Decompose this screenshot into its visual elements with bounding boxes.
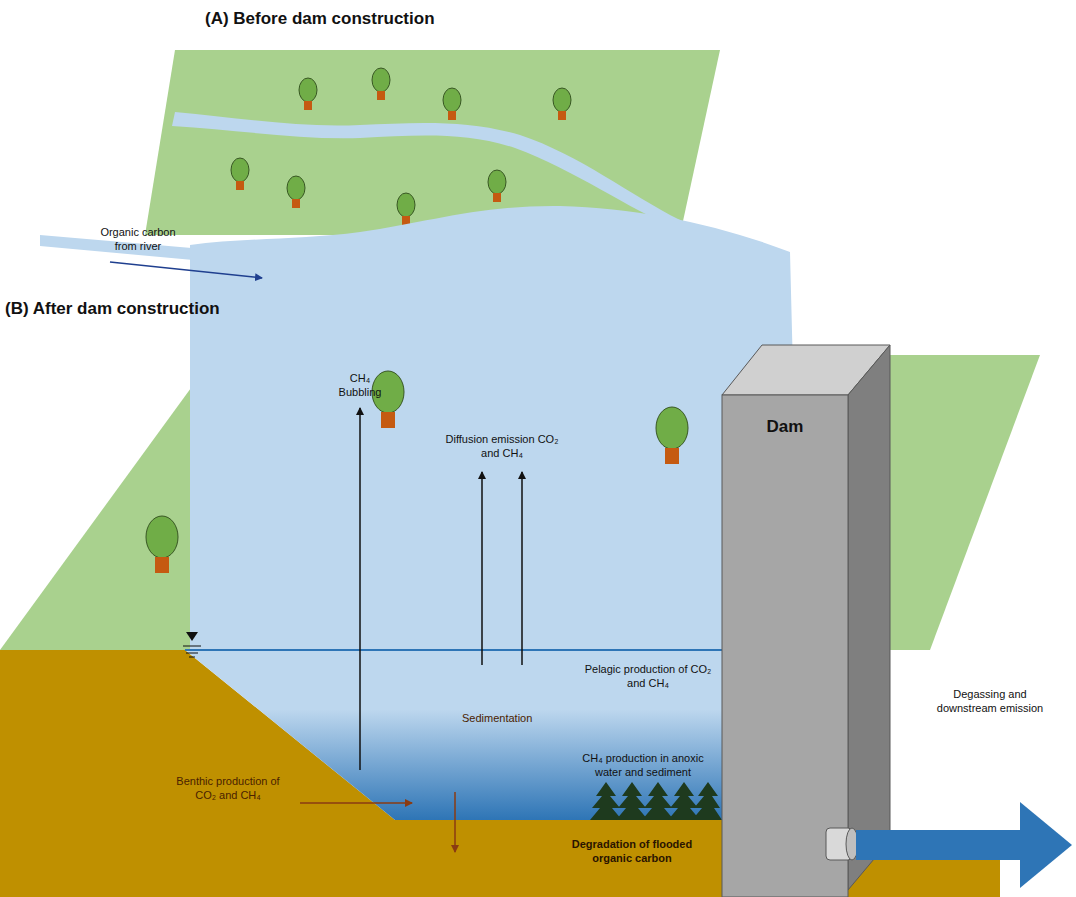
process-label: CH₄ Bubbling [330,372,390,400]
dam-body [722,345,890,897]
process-arrows [110,262,522,852]
process-label: Degassing and downstream emission [925,688,1055,716]
panel-heading: (A) Before dam construction [205,8,525,29]
after-panel [0,206,1040,897]
process-label: Organic carbon from river [88,226,188,254]
dam-label: Dam [767,395,804,437]
process-label: Sedimentation [462,712,572,726]
before-panel [145,50,720,235]
outflow-arrow [856,802,1072,888]
process-label: Diffusion emission CO₂ and CH₄ [442,433,562,461]
process-label: Benthic production of CO₂ and CH₄ [168,775,288,803]
process-label: Degradation of flooded organic carbon [552,838,712,866]
process-label: Pelagic production of CO₂ and CH₄ [578,663,718,691]
process-label: CH₄ production in anoxic water and sedim… [568,752,718,780]
panel-heading: (B) After dam construction [5,298,325,319]
dam-node: Dam [722,395,848,815]
